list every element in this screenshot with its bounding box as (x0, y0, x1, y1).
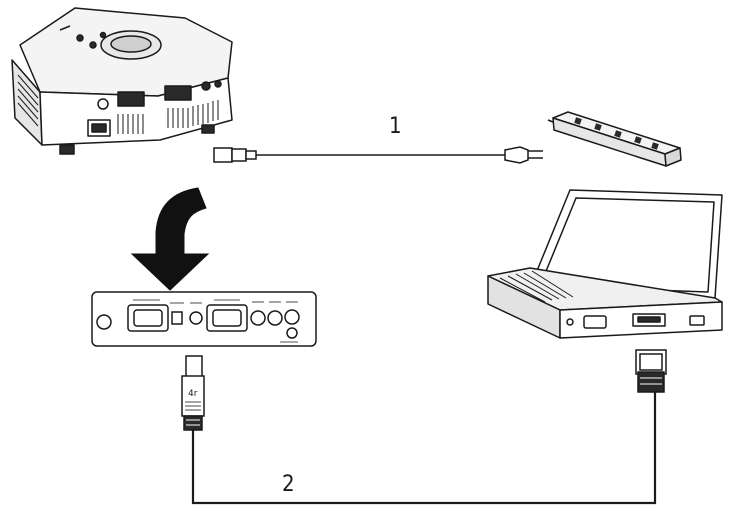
vga-cable-callout: 2 (282, 472, 295, 497)
zoom-arrow-icon (130, 187, 210, 291)
laptop-illustration (487, 189, 723, 339)
power-cable (213, 146, 543, 164)
projector-illustration (11, 7, 233, 155)
power-cable-callout: 1 (389, 114, 402, 139)
vga-cable: 4r (181, 349, 667, 505)
power-strip-illustration (547, 111, 682, 167)
svg-text:4r: 4r (188, 389, 198, 399)
projector-rear-panel (91, 291, 317, 347)
